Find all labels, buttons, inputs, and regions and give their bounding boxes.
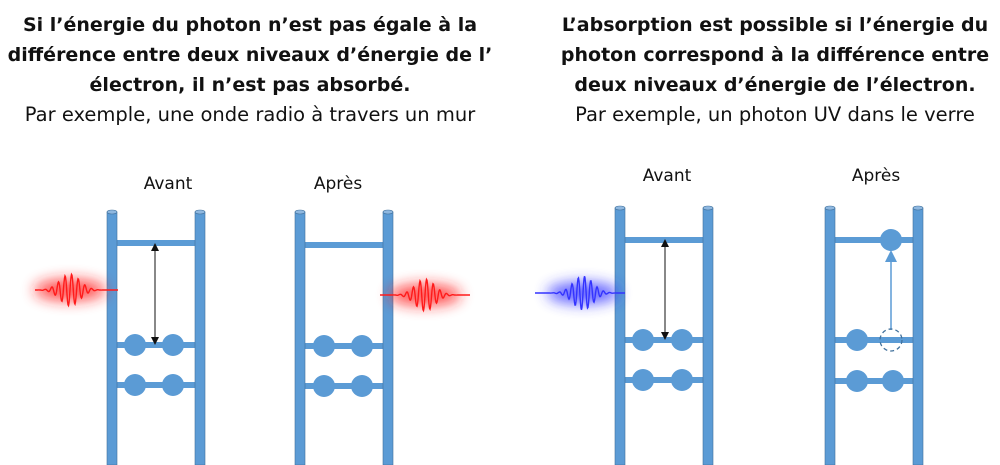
electron xyxy=(313,335,335,357)
ladder-post xyxy=(382,211,394,465)
photon-wave-line xyxy=(535,276,625,310)
electron xyxy=(846,329,868,351)
photon-wave-line xyxy=(35,272,118,308)
right-title-line: deux niveaux d’énergie de l’électron. xyxy=(574,74,976,96)
left-heading: Si l’énergie du photon n’est pas égale à… xyxy=(0,10,500,130)
electron xyxy=(882,370,904,392)
photon-wave-line xyxy=(380,277,470,313)
electron xyxy=(632,369,654,391)
energy-level-rung xyxy=(117,342,200,348)
energy-level-rung xyxy=(835,337,918,343)
ladder-post-top xyxy=(382,209,394,215)
energy-level-rung xyxy=(625,337,708,343)
right-after-label: Après xyxy=(851,166,901,186)
ladder-post xyxy=(194,211,206,465)
ladder-post xyxy=(824,207,836,465)
ladder-post-top xyxy=(194,209,206,215)
energy-level-rung xyxy=(625,377,708,383)
left-after-label: Après xyxy=(313,174,363,194)
electron xyxy=(671,329,693,351)
right-title-line: L’absorption est possible si l’énergie d… xyxy=(561,14,989,36)
right-title-line: photon correspond à la différence entre xyxy=(560,44,990,66)
energy-level-rung xyxy=(305,383,388,389)
ladder-post xyxy=(702,207,714,465)
electron xyxy=(671,369,693,391)
photon-wave xyxy=(535,276,625,310)
energy-level-rung xyxy=(117,240,200,246)
ladder-post xyxy=(912,207,924,465)
electron xyxy=(124,374,146,396)
ladder-post-top xyxy=(106,209,118,215)
energy-level-rung xyxy=(305,242,388,248)
ladder-post-top xyxy=(912,205,924,211)
left-title-line: Si l’énergie du photon n’est pas égale à… xyxy=(22,14,478,36)
energy-level-rung xyxy=(625,237,708,243)
electron xyxy=(162,334,184,356)
energy-ladder xyxy=(614,205,714,465)
ladder-post xyxy=(294,211,306,465)
energy-ladder xyxy=(106,209,206,465)
electron xyxy=(351,335,373,357)
electron xyxy=(162,374,184,396)
electron xyxy=(124,334,146,356)
left-title-line: différence entre deux niveaux d’énergie … xyxy=(7,44,493,66)
electron xyxy=(880,229,902,251)
photon-wave xyxy=(380,277,470,313)
energy-ladder xyxy=(824,205,924,465)
energy-ladder xyxy=(294,209,394,465)
ladder-post xyxy=(106,211,118,465)
photon-wave xyxy=(34,272,118,308)
vacated-electron-position xyxy=(879,328,903,352)
ladder-post-top xyxy=(702,205,714,211)
ladder-post xyxy=(614,207,626,465)
ladder-post-top xyxy=(614,205,626,211)
right-example: Par exemple, un photon UV dans le verre xyxy=(575,103,975,126)
left-before-label: Avant xyxy=(143,174,193,194)
electron xyxy=(632,329,654,351)
left-example: Par exemple, une onde radio à travers un… xyxy=(24,103,476,126)
electron xyxy=(846,370,868,392)
energy-level-rung xyxy=(835,378,918,384)
energy-level-rung xyxy=(305,343,388,349)
left-title-line: électron, il n’est pas absorbé. xyxy=(89,74,411,96)
electron xyxy=(351,375,373,397)
right-heading: L’absorption est possible si l’énergie d… xyxy=(525,10,1000,130)
ladder-post-top xyxy=(824,205,836,211)
electron xyxy=(313,375,335,397)
energy-level-rung xyxy=(835,237,918,243)
energy-level-rung xyxy=(117,382,200,388)
right-before-label: Avant xyxy=(642,166,692,186)
ladder-post-top xyxy=(294,209,306,215)
